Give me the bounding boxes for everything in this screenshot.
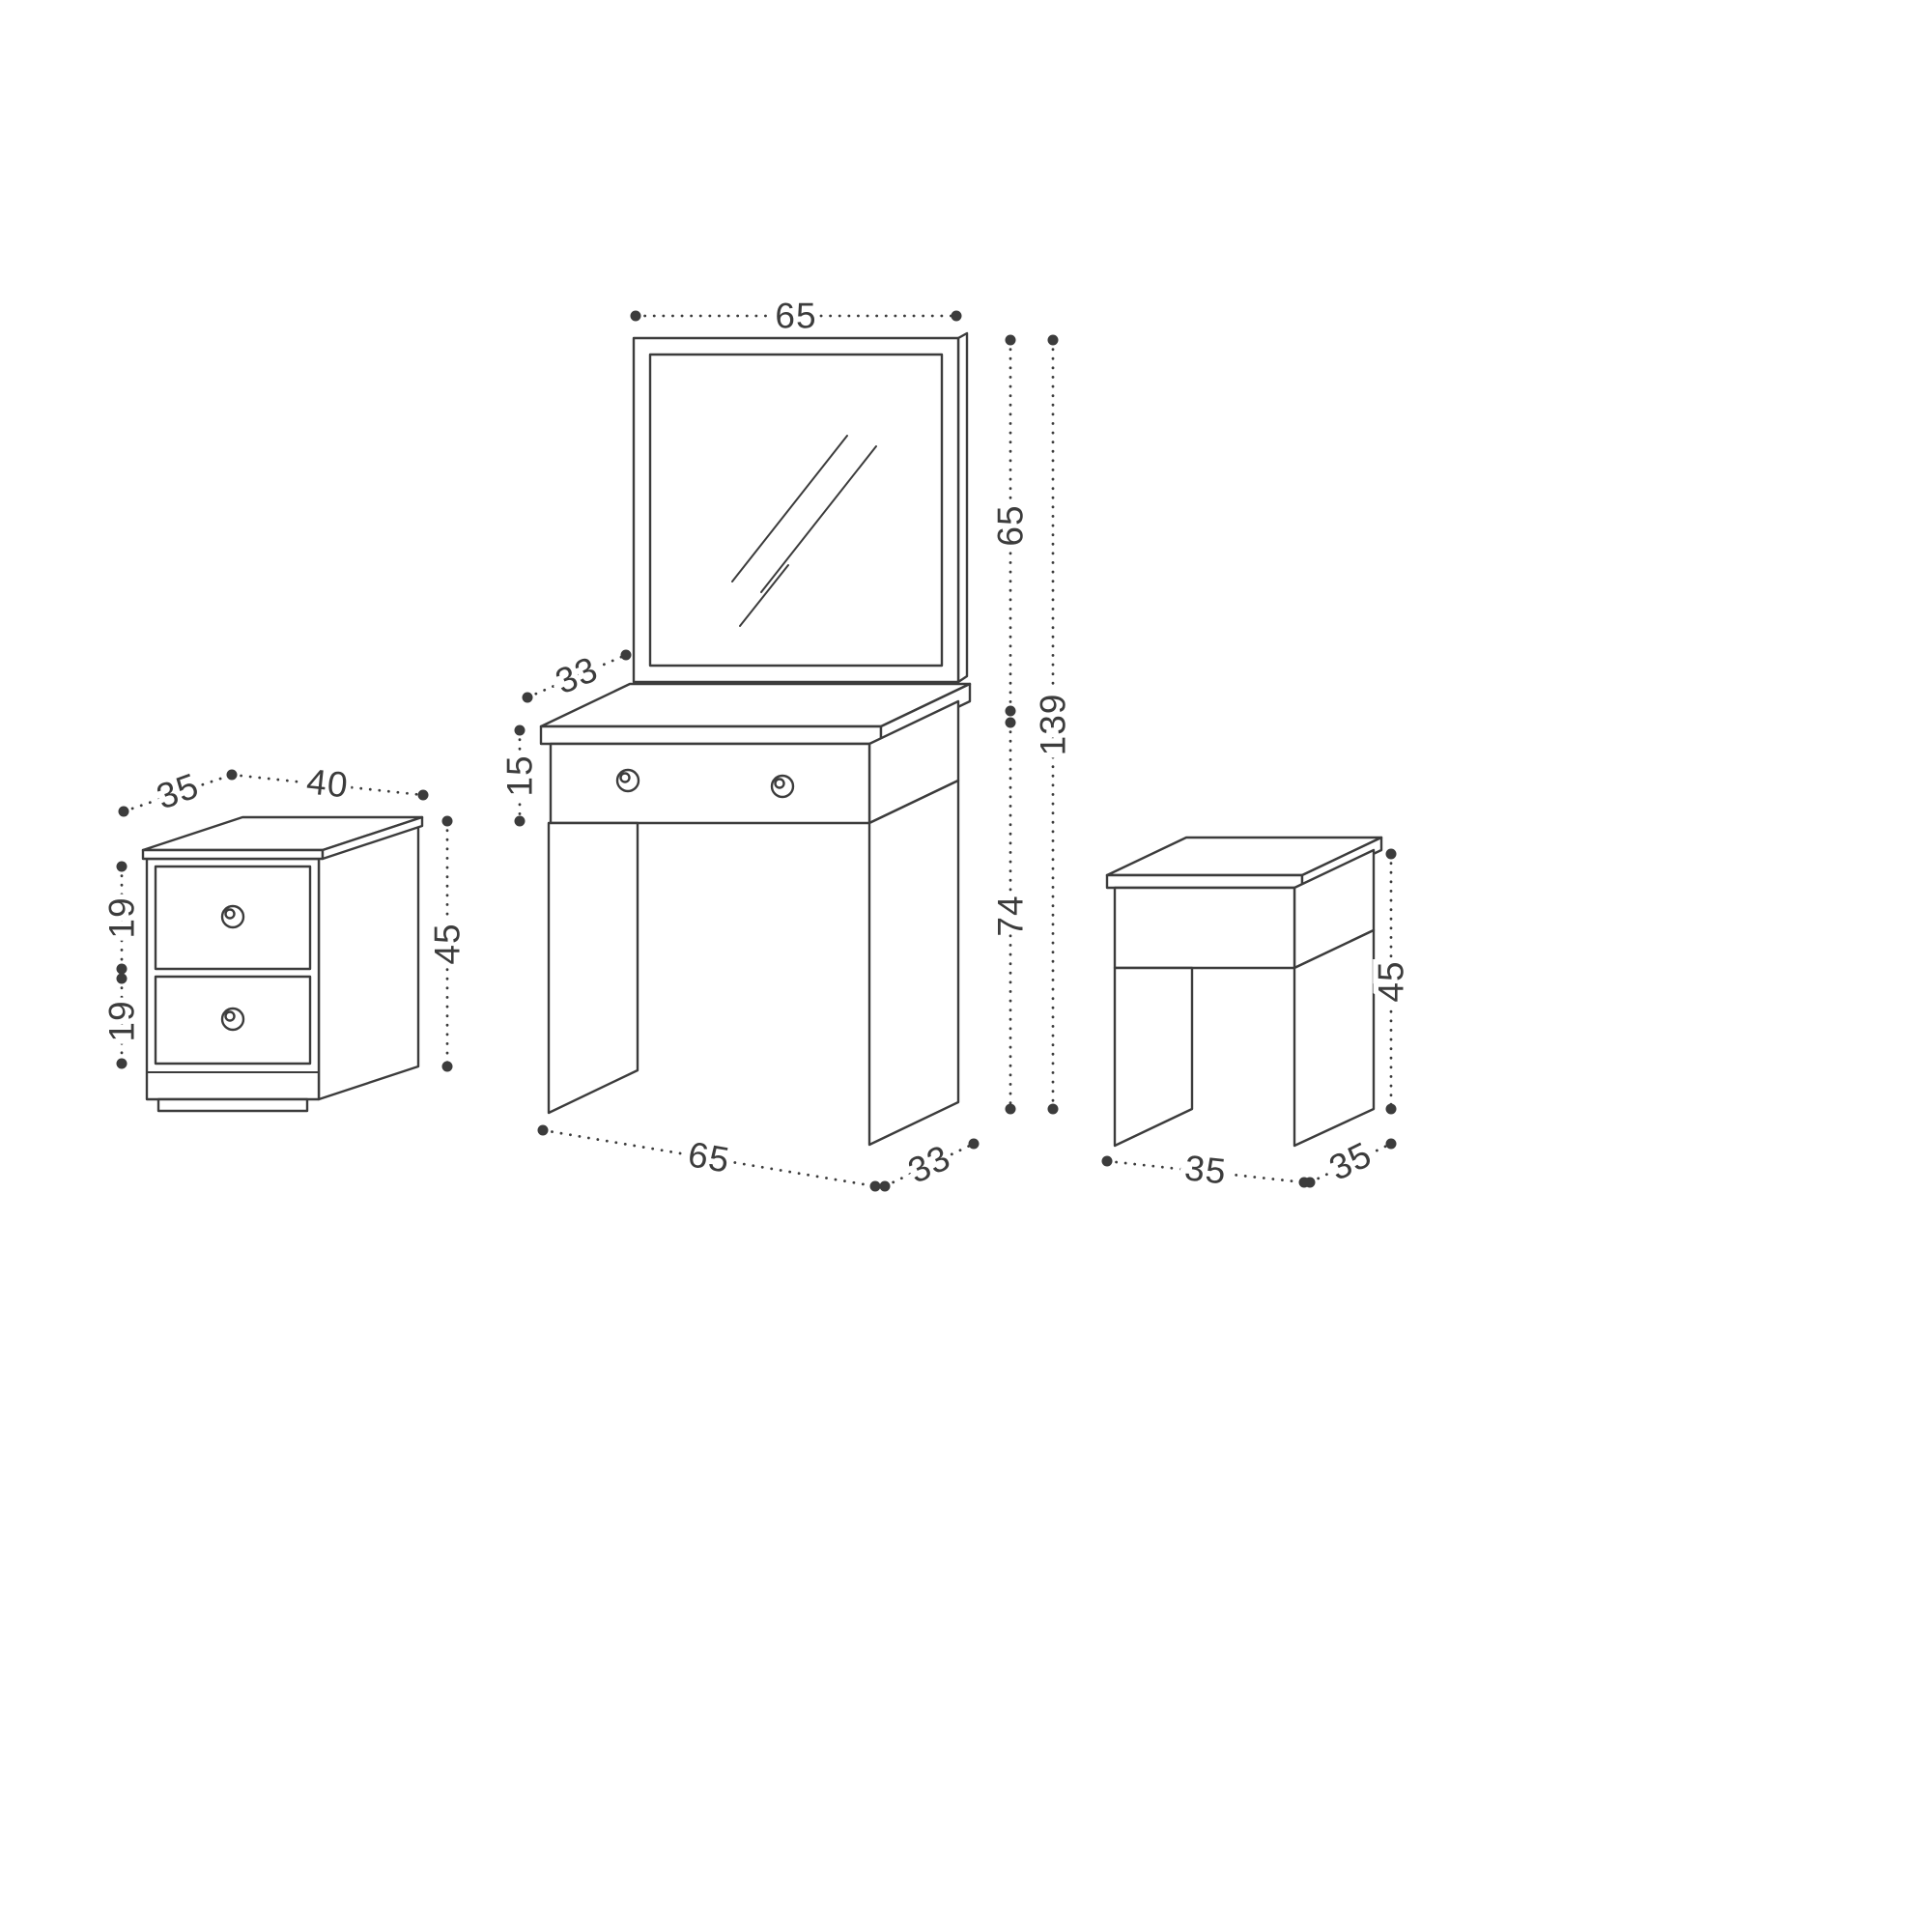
nightstand-top-drawer-knob-highlight (224, 908, 236, 920)
dim-stool-depth: 35 (1304, 1129, 1397, 1193)
dim-endpoint-dot (116, 973, 128, 984)
dim-label-nightstand-width: 40 (304, 761, 350, 805)
dim-label-mirror-height: 65 (991, 504, 1031, 546)
mirror-back-panel-edge (956, 331, 969, 684)
dim-endpoint-dot (417, 789, 429, 801)
dim-label-table-total-height: 139 (1034, 694, 1073, 756)
dim-endpoint-dot (1385, 1138, 1397, 1150)
table-drawer-front (549, 742, 871, 825)
nightstand-plinth-foot (156, 1097, 309, 1113)
dim-endpoint-dot (116, 1058, 128, 1069)
dressing-table-drawing: 65 33 15 65 74 (495, 291, 1078, 1196)
table-drawer-knob-right (770, 774, 795, 799)
nightstand-top-side-edge (321, 815, 424, 861)
table-left-leg-panel (547, 821, 639, 1115)
dim-label-table-top-depth: 33 (550, 649, 604, 702)
table-drawer-knob-left (615, 768, 640, 793)
dim-endpoint-dot (630, 310, 641, 322)
dim-mirror-height: 65 (985, 334, 1036, 717)
dim-label-nightstand-bottom-drawer: 19 (102, 1000, 142, 1041)
table-drawer-knob-left-highlight (619, 772, 631, 783)
dim-label-stool-width: 35 (1182, 1148, 1228, 1191)
dim-endpoint-dot (441, 815, 453, 827)
nightstand-top-front-edge (141, 848, 325, 861)
dim-endpoint-dot (1005, 334, 1016, 346)
dim-endpoint-dot (968, 1138, 980, 1150)
dim-endpoint-dot (441, 1061, 453, 1072)
dim-endpoint-dot (1047, 1103, 1059, 1115)
stool-seat-front-edge (1105, 873, 1304, 890)
dim-endpoint-dot (1005, 1103, 1016, 1115)
dim-label-nightstand-height: 45 (428, 923, 468, 964)
table-drawer-knob-right-highlight (774, 778, 785, 789)
dim-label-nightstand-depth: 35 (152, 765, 205, 816)
mirror-glass (648, 353, 944, 668)
stool-left-leg-panel (1113, 966, 1194, 1148)
nightstand-side-panel (317, 824, 420, 1101)
table-right-leg-panel (867, 779, 960, 1147)
dim-table-drawer-height: 15 (495, 724, 545, 827)
nightstand-top-drawer-knob (220, 904, 245, 929)
dim-endpoint-dot (522, 692, 533, 703)
tabletop-front-edge (539, 724, 883, 746)
dim-nightstand-width: 40 (230, 756, 429, 810)
dim-endpoint-dot (620, 649, 632, 661)
mirror-reflection-line (760, 445, 877, 593)
dim-endpoint-dot (514, 724, 526, 736)
stool-right-leg-panel (1293, 928, 1376, 1148)
stool-apron-front (1113, 886, 1296, 970)
dim-stool-height: 45 (1366, 848, 1416, 1115)
dim-endpoint-dot (1385, 848, 1397, 860)
dim-label-stool-depth: 35 (1323, 1134, 1378, 1188)
dim-table-height: 74 (985, 717, 1036, 1115)
nightstand-drawing: 35 40 19 19 45 (97, 756, 472, 1113)
dim-endpoint-dot (1304, 1177, 1316, 1188)
stool-drawing: 45 35 35 (1101, 836, 1416, 1197)
dim-label-stool-height: 45 (1372, 960, 1411, 1002)
dim-endpoint-dot (116, 861, 128, 872)
dim-endpoint-dot (1005, 705, 1016, 717)
dim-label-table-depth: 33 (902, 1137, 957, 1191)
nightstand-bottom-drawer-knob (220, 1007, 245, 1032)
dim-endpoint-dot (514, 815, 526, 827)
dim-nightstand-depth: 35 (118, 760, 238, 822)
nightstand-bottom-drawer-knob-highlight (224, 1010, 236, 1022)
dim-table-depth: 33 (879, 1132, 980, 1196)
dim-table-total-height: 139 (1028, 334, 1078, 1115)
dim-endpoint-dot (1005, 717, 1016, 728)
dim-endpoint-dot (1101, 1155, 1113, 1167)
dim-endpoint-dot (951, 310, 962, 322)
dim-label-table-drawer-height: 15 (500, 754, 540, 796)
dim-label-table-width: 65 (685, 1134, 732, 1180)
dim-label-table-height: 74 (991, 895, 1031, 936)
dim-endpoint-dot (116, 963, 128, 975)
dim-nightstand-top-drawer-height: 19 (97, 861, 147, 975)
dim-nightstand-height: 45 (422, 815, 472, 1072)
dim-mirror-width: 65 (630, 291, 962, 341)
dim-table-width: 65 (537, 1124, 881, 1192)
dim-endpoint-dot (879, 1180, 891, 1192)
dim-label-mirror-width: 65 (775, 297, 816, 336)
dim-endpoint-dot (118, 806, 129, 817)
dim-endpoint-dot (869, 1180, 881, 1192)
dim-label-nightstand-top-drawer: 19 (102, 896, 142, 938)
dim-nightstand-bottom-drawer-height: 19 (97, 973, 147, 1069)
dim-endpoint-dot (537, 1124, 549, 1136)
dim-endpoint-dot (1047, 334, 1059, 346)
mirror-reflection-line (739, 564, 789, 627)
dim-stool-width: 35 (1101, 1143, 1310, 1197)
dim-endpoint-dot (1385, 1103, 1397, 1115)
mirror-reflection-line (731, 435, 848, 582)
